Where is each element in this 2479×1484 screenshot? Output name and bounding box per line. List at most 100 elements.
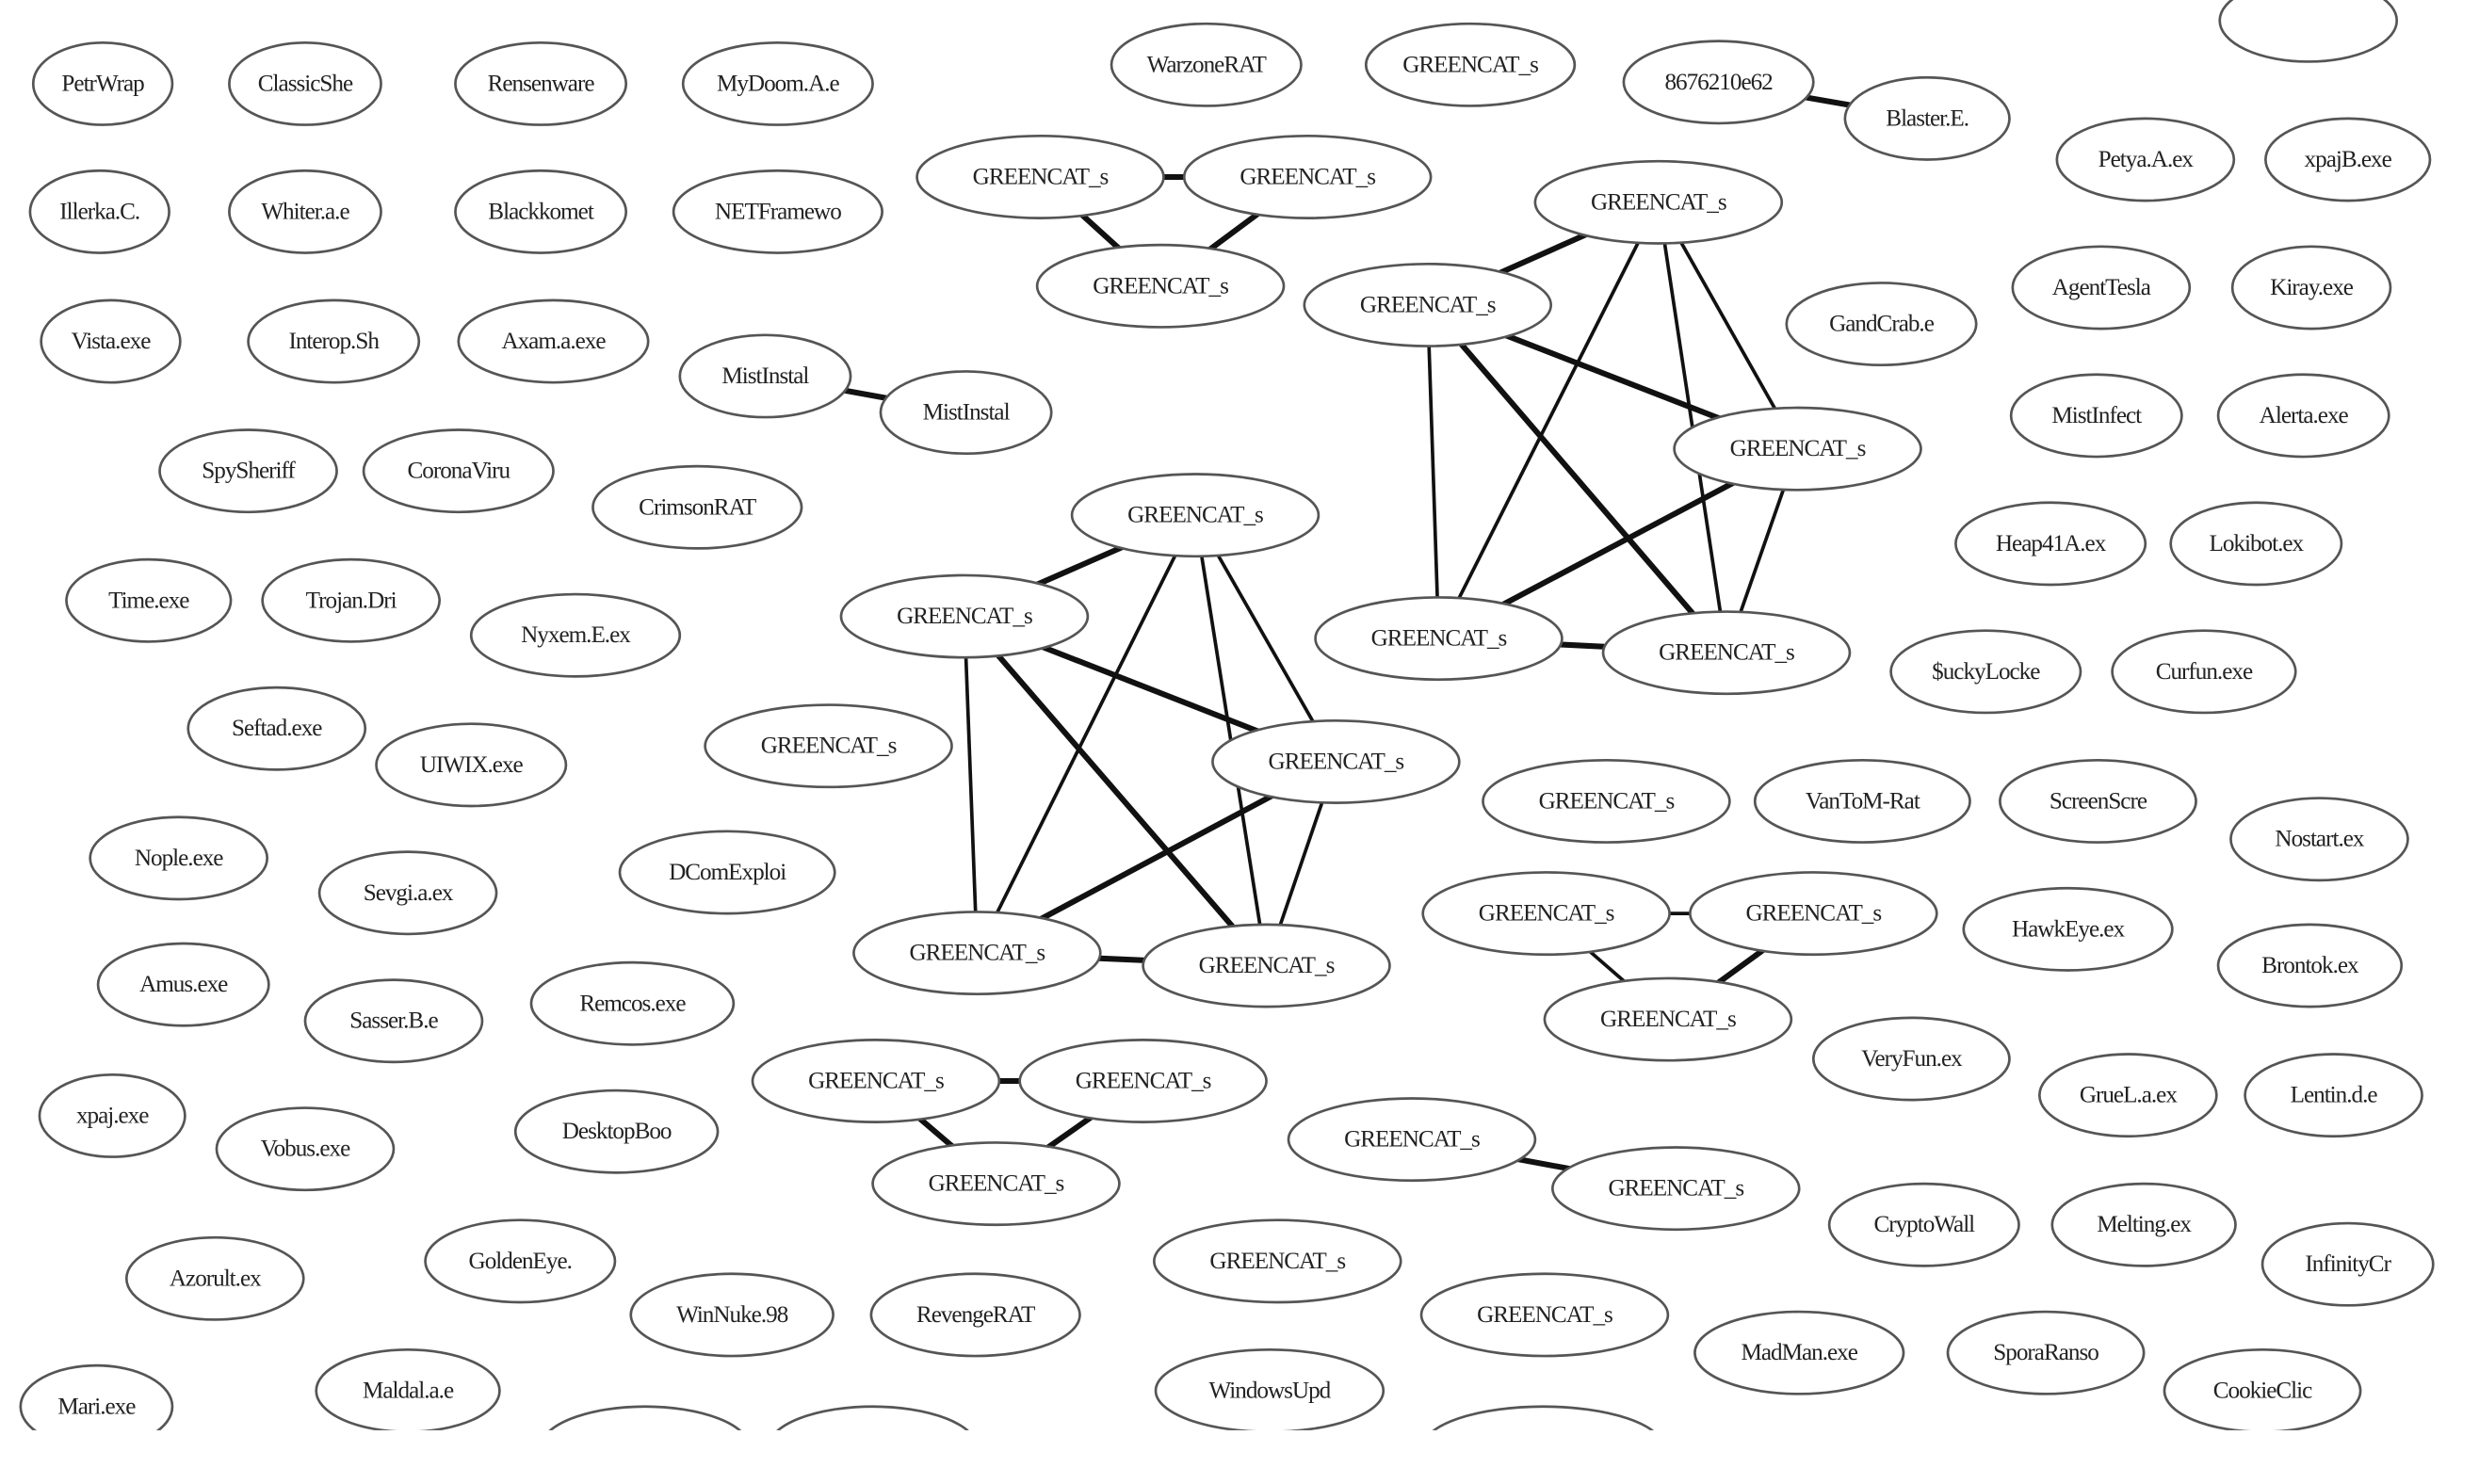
node-label: GREENCAT_s (1360, 292, 1496, 317)
node-ellipse (704, 703, 953, 789)
graph-node: Time.exe (65, 557, 233, 643)
graph-node: GREENCAT_s (1421, 871, 1671, 957)
node-label: GREENCAT_s (761, 734, 897, 759)
graph-node: Blaster.E. (1843, 75, 2011, 161)
node-ellipse (1419, 1272, 1670, 1358)
graph-node: GREENCAT_s (1153, 1218, 1402, 1304)
node-label: MistInstal (721, 363, 809, 389)
node-ellipse (1962, 886, 2174, 972)
node-ellipse (186, 686, 367, 771)
node-ellipse (96, 942, 270, 1027)
node-ellipse (839, 573, 1090, 659)
node-ellipse (2264, 117, 2432, 202)
graph-node: GREENCAT_s (1543, 976, 1793, 1062)
graph-node: Whiter.a.e (228, 169, 382, 254)
graph-node: GREENCAT_s (1211, 718, 1461, 804)
graph-node: Azorult.ex (124, 1235, 305, 1321)
node-label: PetrWrap (61, 71, 144, 96)
graph-node: GREENCAT_s (1364, 22, 1577, 107)
graph-node: NETFramewo (672, 169, 883, 254)
graph-node: CookieClic (2163, 1347, 2362, 1433)
graph-node: SpySheriff (158, 428, 338, 514)
node-label: Blackkomet (488, 199, 594, 224)
node-label: InfinityCr (2305, 1251, 2391, 1277)
node-ellipse (124, 1235, 305, 1321)
node-label: Remcos.exe (579, 991, 686, 1016)
node-ellipse (2011, 245, 2192, 331)
node-label: GREENCAT_s (1477, 1302, 1612, 1328)
node-ellipse (1601, 610, 1852, 696)
graph-node: xpaj.exe (38, 1073, 186, 1158)
node-ellipse (2229, 797, 2409, 882)
graph-node: $uckyLocke (1889, 629, 2082, 715)
node-label: Seftad.exe (232, 716, 322, 741)
node-label: GREENCAT_s (1402, 52, 1538, 77)
graph-node: GREENCAT_s (1182, 134, 1433, 219)
graph-node: SporaRanso (1946, 1310, 2146, 1395)
node-ellipse (2244, 1053, 2423, 1138)
node-label: Alerta.exe (2260, 403, 2349, 428)
node-label: Lokibot.ex (2210, 531, 2305, 556)
node-label: WinNuke.98 (676, 1302, 788, 1328)
node-ellipse (31, 40, 174, 126)
node-label: GREENCAT_s (1745, 901, 1881, 927)
node-ellipse (1211, 718, 1461, 804)
graph-node: GREENCAT_s (1287, 1097, 1537, 1183)
graph-node: Rensenware (454, 40, 628, 126)
graph-node: Kiray.exe (2230, 245, 2392, 331)
node-label: Azorult.ex (170, 1266, 262, 1291)
node-ellipse (2230, 245, 2392, 331)
graph-node: Trojan.Dri (261, 557, 441, 643)
graph-node: Heap41A.ex (1954, 501, 2147, 587)
graph-node: PetrWrap (31, 40, 174, 126)
node-ellipse (1142, 923, 1391, 1008)
graph-node: RevengeRAT (869, 1272, 1081, 1358)
node-label: Kiray.exe (2270, 275, 2354, 300)
node-label: 8676210e62 (1664, 70, 1773, 95)
node-ellipse (1287, 1097, 1537, 1183)
node-ellipse (89, 815, 269, 901)
node-ellipse (1693, 1310, 1905, 1395)
node-label: Vista.exe (72, 329, 152, 354)
node-ellipse (303, 978, 484, 1064)
node-label: MyDoom.A.e (717, 71, 840, 96)
node-label: CrimsonRAT (639, 494, 756, 520)
graph-node: Nyxem.E.ex (469, 592, 682, 678)
node-ellipse (1421, 871, 1671, 957)
nodes-layer: PetrWrap ClassicShe Rensenware MyDoom.A.e Wa… (19, 0, 2435, 1484)
node-ellipse (28, 169, 170, 254)
graph-node: UIWIX.exe (375, 722, 568, 808)
node-ellipse (454, 169, 628, 254)
node-ellipse (1070, 473, 1321, 558)
graph-node: ClassicShe (228, 40, 382, 126)
graph-node: Nostart.ex (2229, 797, 2409, 882)
node-ellipse (65, 557, 233, 643)
node-ellipse (2216, 373, 2390, 459)
node-label: MadMan.exe (1742, 1340, 1858, 1365)
node-ellipse (915, 134, 1165, 219)
graph-node: Lokibot.ex (2169, 501, 2343, 587)
node-label: SpySheriff (202, 459, 296, 484)
node-ellipse (1673, 406, 1922, 492)
node-label: AgentTesla (2052, 275, 2151, 300)
node-ellipse (1533, 159, 1784, 245)
node-ellipse (317, 850, 498, 936)
graph-node: Alerta.exe (2216, 373, 2390, 459)
graph-node: DComExploi (618, 830, 836, 915)
graph-node: GREENCAT_s (1070, 473, 1321, 558)
node-label: Nople.exe (135, 846, 223, 871)
node-label: HawkEye.ex (2012, 916, 2126, 942)
node-label: WarzoneRAT (1147, 52, 1267, 77)
node-ellipse (678, 333, 852, 419)
node-label: GREENCAT_s (1199, 953, 1335, 978)
graph-node: CrimsonRAT (591, 464, 803, 550)
graph-node: Remcos.exe (529, 960, 736, 1046)
node-label: GREENCAT_s (973, 164, 1109, 189)
node-label: GREENCAT_s (1591, 189, 1726, 215)
graph-node: WinNuke.98 (629, 1272, 834, 1358)
graph-node: GREENCAT_s (1303, 262, 1553, 347)
node-ellipse (1785, 282, 1978, 367)
node-label: GREENCAT_s (808, 1069, 944, 1094)
node-ellipse (1303, 262, 1553, 347)
node-label: GoldenEye. (469, 1249, 572, 1274)
